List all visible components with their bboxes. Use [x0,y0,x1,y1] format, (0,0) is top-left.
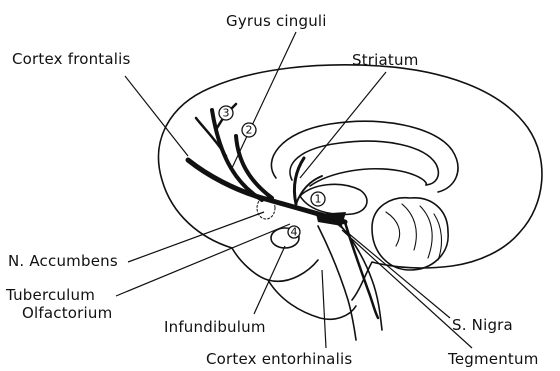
marker-3: 3 [219,106,233,120]
svg-text:1: 1 [315,193,322,206]
label-n-accumbens: N. Accumbens [8,252,118,270]
label-gyrus-cinguli: Gyrus cinguli [226,12,327,30]
label-cortex-frontalis: Cortex frontalis [12,50,131,68]
leader-infundibulum [254,246,285,314]
svg-text:3: 3 [223,107,230,120]
leader-n-accumbens [128,212,264,262]
temporal-lobe-outline [232,248,318,281]
leader-cortex-frontalis [125,76,188,156]
svg-text:2: 2 [246,124,253,137]
marker-2: 2 [242,123,256,137]
label-s-nigra: S. Nigra [452,316,513,334]
label-striatum: Striatum [352,51,419,69]
brain-outline [159,65,542,300]
label-tegmentum: Tegmentum [448,350,539,368]
leader-striatum [300,72,386,178]
label-cortex-entorhinalis: Cortex entorhinalis [206,350,352,368]
cerebellum-folia [386,204,441,260]
leader-gyrus-cinguli [232,32,296,168]
marker-1: 1 [311,192,325,206]
label-olfactorium: Olfactorium [22,304,112,322]
cerebellum [372,198,448,270]
svg-text:4: 4 [291,226,298,239]
leader-cortex-entorhinalis [322,270,326,348]
label-tuberculum: Tuberculum [6,286,95,304]
fornix [310,169,426,186]
label-infundibulum: Infundibulum [164,318,266,336]
marker-4: 4 [288,226,300,239]
